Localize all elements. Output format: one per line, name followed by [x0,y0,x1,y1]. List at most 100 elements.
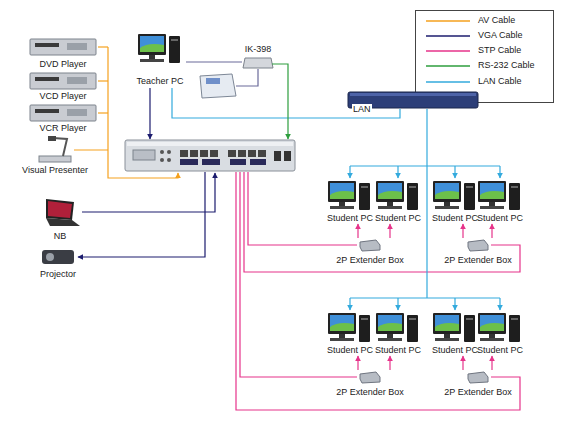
device-label: Projector [40,269,76,280]
device-label: Student PC [432,345,478,356]
ext-icon [468,240,488,251]
player-icon [30,105,96,121]
cable-wire [236,172,520,410]
device-label: IK-398 [245,44,272,55]
cable-wires [74,47,520,410]
cable-wire [74,149,108,150]
pc-icon [433,313,475,342]
device-label: NB [54,231,67,242]
device-node: 2P Extender Box [334,370,406,398]
device-node: 2P Extender Box [442,238,514,266]
cable-connector [389,356,390,370]
device-node: 2P Extender Box [334,238,406,266]
ext-icon [360,372,380,383]
cable-wire [454,298,455,310]
legend-sample [426,81,470,83]
cable-wire [78,172,205,257]
device-node: Student PC [325,180,376,224]
pc-icon [478,313,520,342]
cable-wire [98,80,108,81]
device-node: Student PC [430,180,481,224]
device-node: Student PC [430,312,481,356]
ik-icon [243,58,273,68]
cable-connector [462,224,463,238]
cable-wire [426,109,427,298]
device-label: Student PC [327,213,373,224]
cable-wire [248,172,357,245]
device-node: Teacher PC [134,33,186,87]
ext-icon [360,240,380,251]
device-label: 2P Extender Box [336,387,403,398]
legend-sample [426,35,470,37]
device-node: Student PC [373,180,424,224]
pc-icon [138,34,180,63]
legend-sample [426,65,470,67]
device-label: VCD Player [39,91,86,102]
cable-wire [149,88,150,139]
device-label: Student PC [477,213,523,224]
device-label: 2P Extender Box [336,255,403,266]
player-icon [30,73,96,89]
projector-icon [42,250,74,264]
device-node: Student PC [325,312,376,356]
device-label: Student PC [327,345,373,356]
presenter-icon [39,136,71,162]
device-node: Projector [38,248,79,280]
cable-wire [397,166,398,178]
legend-text: RS-232 Cable [478,60,535,71]
cable-wire [349,298,350,310]
player-icon [30,39,96,55]
device-label: Student PC [432,213,478,224]
device-node: Student PC [475,180,526,224]
cable-wire [82,173,215,212]
cable-connector [491,224,492,238]
cable-connector [491,356,492,370]
legend-text: STP Cable [478,45,521,56]
device-label: Teacher PC [136,76,183,87]
device-node: Student PC [373,312,424,356]
cable-wire [172,88,400,118]
cable-wire [350,297,500,298]
cable-wire [499,166,500,178]
cable-label: LAN [352,104,372,115]
cable-wire [349,166,350,178]
legend-sample [426,50,470,52]
cable-connector [357,356,358,370]
legend-text: AV Cable [478,15,515,26]
pc-icon [376,181,418,210]
control-keypad [200,74,236,98]
device-label: 2P Extender Box [444,387,511,398]
device-label: 2P Extender Box [444,255,511,266]
pc-icon [328,313,370,342]
cable-wire [272,64,288,139]
device-node: IK-398 [242,44,274,72]
device-node: NB [39,198,81,242]
device-label: Visual Presenter [22,165,88,176]
legend-frame [416,11,554,103]
cable-connector [462,356,463,370]
device-node: VCD Player [28,72,98,102]
device-label: Student PC [477,345,523,356]
device-node: VCR Player [28,104,98,134]
cable-wire [397,298,398,310]
cable-wire [236,69,258,86]
cable-wire [98,112,108,113]
pc-icon [433,181,475,210]
ext-icon [468,372,488,383]
laptop-icon [46,199,80,226]
device-label: DVD Player [39,59,86,70]
pc-icon [328,181,370,210]
device-node: Student PC [475,312,526,356]
legend-sample [426,20,470,22]
device-label: VCR Player [39,123,86,134]
legend-text: LAN Cable [478,76,522,87]
cable-connector [389,224,390,238]
cable-connector [357,224,358,238]
device-label: Student PC [375,213,421,224]
cable-connector [186,61,242,62]
control-unit [125,140,295,171]
device-node: 2P Extender Box [442,370,514,398]
cable-wire [108,47,178,178]
legend-text: VGA Cable [478,30,523,41]
cable-wire [499,298,500,310]
